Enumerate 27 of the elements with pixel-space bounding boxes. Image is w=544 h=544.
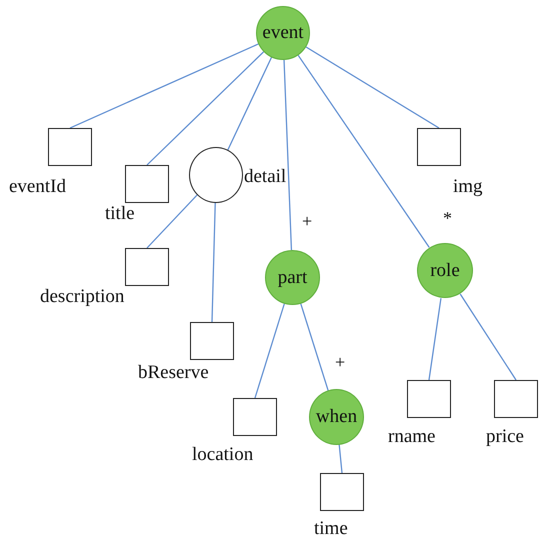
connector-line [306, 46, 440, 129]
connector-line [146, 194, 198, 248]
field-name: detail [244, 167, 286, 186]
element-name: role [430, 260, 460, 282]
connector-line [146, 51, 264, 166]
field-name: title [105, 204, 135, 223]
element-name: when [316, 406, 358, 428]
field-name: rname [388, 427, 436, 446]
field-name: location [192, 445, 254, 464]
connector-line [254, 304, 285, 398]
connector-line [211, 202, 216, 322]
field-name: price [486, 427, 524, 446]
connector-line [338, 444, 343, 474]
connector-line [283, 60, 292, 250]
connector-line [70, 43, 259, 129]
field-name: bReserve [138, 363, 209, 382]
connector-line [300, 304, 329, 391]
connector-line [460, 294, 516, 380]
connector-line [226, 57, 272, 151]
element-name: event [262, 22, 304, 44]
connector-line [298, 54, 430, 248]
field-name: eventId [9, 177, 66, 196]
field-name: img [453, 177, 483, 196]
connector-line [428, 298, 442, 380]
field-name: description [40, 287, 124, 306]
element-name: part [278, 266, 308, 288]
field-name: time [314, 519, 348, 538]
